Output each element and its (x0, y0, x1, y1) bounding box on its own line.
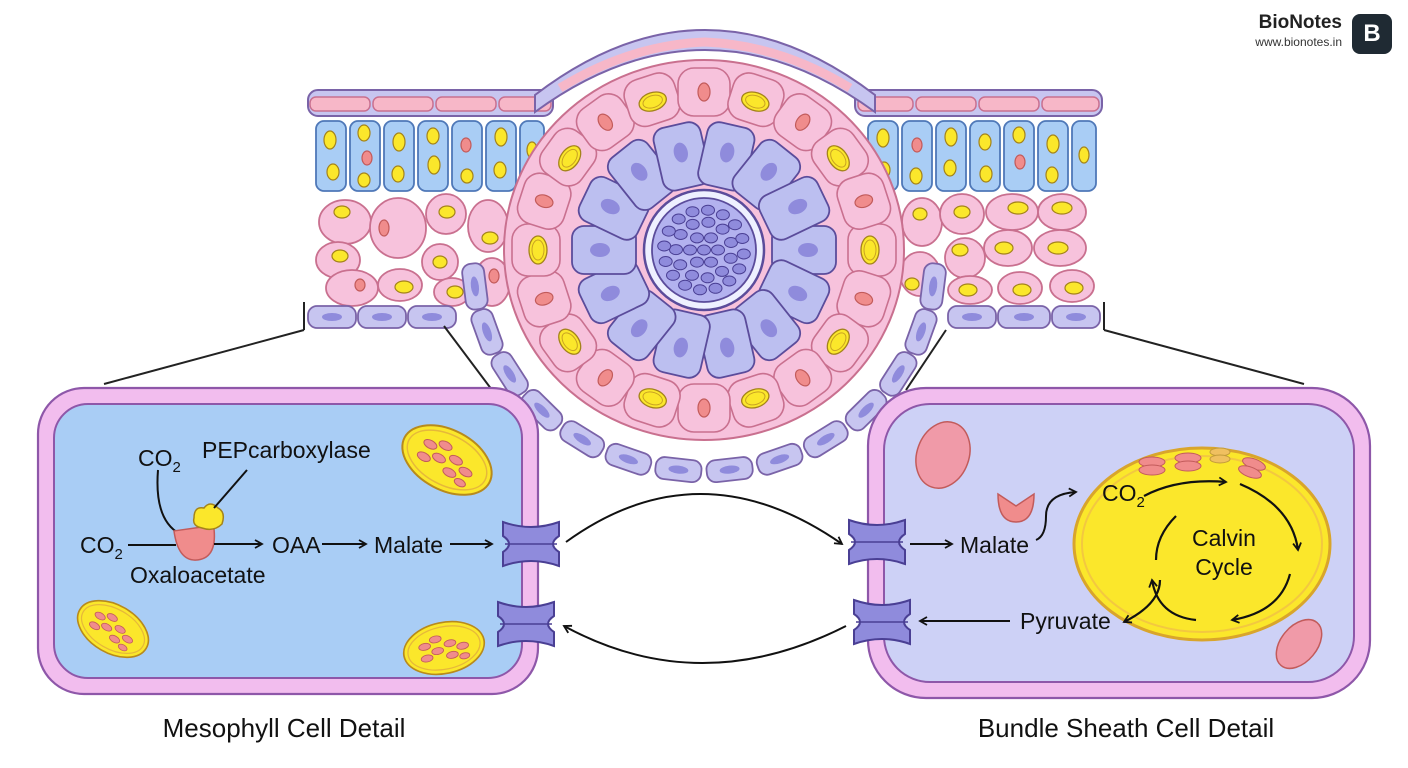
epidermal-cell (604, 442, 653, 476)
epidermal-cell (904, 308, 938, 356)
epidermal-cell (755, 442, 804, 476)
mesophyll-pathway (128, 469, 494, 561)
pyruvate-return-arrow (562, 624, 847, 664)
zoom-connectors (103, 302, 1305, 391)
mesophyll-cell-wreath (773, 348, 833, 407)
transport-channel (497, 601, 555, 647)
pep-substrate-icon (192, 503, 225, 531)
bundle-sheath-cell-ring (731, 138, 802, 211)
spongy-mesophyll-right (899, 193, 1095, 305)
co2-input-label: CO2 (80, 532, 123, 563)
mesophyll-cell-wreath (836, 172, 892, 230)
upper-epidermis (307, 28, 1103, 117)
mesophyll-cell-wreath (538, 313, 598, 373)
mesophyll-cell-wreath (727, 372, 785, 428)
mesophyll-cell-wreath (516, 270, 572, 328)
transport-channel (502, 521, 560, 567)
palisade-right (867, 120, 1097, 192)
brand: BioNotes www.bionotes.in (1255, 12, 1342, 50)
brand-logo-icon: B (1352, 14, 1392, 54)
epidermal-cell (802, 420, 849, 459)
epidermal-cell (879, 351, 918, 397)
mesophyll-caption: Mesophyll Cell Detail (163, 713, 406, 743)
bs-co2-label: CO2 (1102, 480, 1145, 511)
oxaloacetate-label: Oxaloacetate (130, 562, 266, 588)
lower-epidermis-curve (461, 262, 947, 484)
mesophyll-cell-wreath (677, 383, 731, 433)
mesophyll-cell-wreath (575, 93, 635, 152)
lower-epidermis (307, 305, 1101, 329)
mesophyll-cell-wreath (847, 223, 897, 277)
bundle-sheath-cell-ring (757, 175, 831, 241)
bundle-sheath-cell-ring (652, 121, 711, 192)
leaf-cross-section (307, 28, 1103, 484)
bundle-sheath-pathway (910, 476, 1302, 626)
bundle-sheath-cell-ring (577, 259, 651, 325)
calvin-cycle-label-2: Cycle (1195, 554, 1253, 580)
malate-label: Malate (374, 532, 443, 558)
large-chloroplast (1072, 446, 1332, 642)
bundle-sheath-vacuole (1275, 618, 1323, 670)
vascular-bundle (503, 59, 905, 441)
mesophyll-cell-wreath (810, 313, 870, 373)
bundle-sheath-caption: Bundle Sheath Cell Detail (978, 713, 1274, 743)
xylem-phloem (657, 204, 751, 296)
mesophyll-cell-wreath (623, 72, 681, 128)
brand-url: www.bionotes.in (1255, 35, 1342, 49)
bundle-sheath-vacuole (915, 421, 971, 489)
calvin-cycle-label: Calvin (1192, 525, 1256, 551)
transport-channel (848, 519, 906, 565)
pep-carboxylase-enzyme (173, 524, 216, 561)
spongy-mesophyll-left (315, 193, 511, 307)
bs-malate-label: Malate (960, 532, 1029, 558)
mesophyll-cell-wreath (677, 67, 731, 117)
malate-transport-arrow (565, 493, 844, 546)
mesophyll-cell-wreath (727, 72, 785, 128)
epidermal-cell (461, 262, 489, 311)
epidermal-cell (490, 351, 529, 397)
co2-pep-label: CO2 (138, 445, 181, 476)
mesophyll-cell-wreath (836, 270, 892, 328)
epidermal-cell (559, 420, 606, 459)
transport-channel (853, 599, 911, 645)
mesophyll-cell (36, 386, 540, 696)
epidermal-cell (470, 308, 504, 356)
enzyme-label: PEPcarboxylase (202, 437, 371, 463)
mesophyll-cell-wreath (511, 223, 561, 277)
palisade-left (315, 120, 545, 192)
brand-name: BioNotes (1258, 12, 1342, 33)
decarboxylase-enzyme (997, 492, 1035, 523)
epidermal-cell (654, 456, 703, 484)
pyruvate-label: Pyruvate (1020, 608, 1111, 634)
epidermal-cell (705, 456, 754, 484)
oaa-label: OAA (272, 532, 321, 558)
mesophyll-cell-wreath (623, 372, 681, 428)
epidermal-cell (919, 262, 947, 311)
mesophyll-cell-wreath (516, 172, 572, 230)
